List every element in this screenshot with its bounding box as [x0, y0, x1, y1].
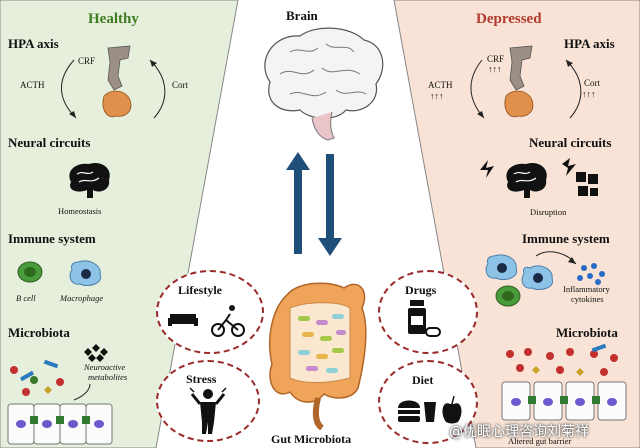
down-arrow — [318, 154, 342, 256]
metabolites-label-1: Neuroactive — [84, 362, 126, 372]
macrophage-label: Macrophage — [60, 293, 104, 303]
homeostasis-caption: Homeostasis — [58, 206, 102, 216]
brain-label: Brain — [286, 8, 318, 23]
left-brain-icon — [69, 162, 110, 198]
gut-microbiota-label: Gut Microbiota — [271, 432, 352, 446]
left-acth-label: ACTH — [20, 80, 45, 90]
left-hpa-diagram — [61, 45, 166, 119]
disruption-caption: Disruption — [530, 207, 567, 217]
right-immune-cells — [485, 251, 605, 307]
right-brain-disruption — [480, 158, 598, 198]
left-neural-label: Neural circuits — [8, 135, 91, 150]
left-crf-label: CRF — [78, 56, 96, 66]
drugs-circle — [378, 270, 478, 354]
puzzle-icon — [576, 172, 586, 182]
left-cort-label: Cort — [172, 80, 189, 90]
right-crf-arrows: ↑↑↑ — [488, 64, 502, 74]
bicycle-icon — [211, 323, 225, 337]
lifestyle-icons — [168, 305, 245, 337]
cytokines-label-1: Inflammatory — [563, 284, 610, 294]
watermark: @优眠心理咨询刘菊祥 — [449, 424, 589, 440]
sofa-icon — [168, 314, 198, 326]
left-immune-cells — [17, 260, 102, 287]
right-hpa-diagram — [470, 45, 582, 119]
up-arrow — [286, 152, 310, 254]
right-immune-label: Immune system — [522, 231, 610, 246]
stress-icon — [189, 387, 227, 434]
gut-image — [269, 282, 367, 430]
bcell-label: B cell — [16, 293, 36, 303]
right-acth-label: ACTH — [428, 80, 453, 90]
diet-label: Diet — [412, 373, 434, 387]
apple-icon — [442, 403, 462, 424]
left-immune-label: Immune system — [8, 231, 96, 246]
brain-image — [264, 27, 384, 141]
lightning-icon — [480, 160, 494, 178]
acth-arrow — [61, 59, 77, 119]
depressed-title: Depressed — [476, 11, 542, 27]
diet-icons — [398, 395, 462, 424]
cort-arrow — [149, 59, 166, 119]
left-microbiota-diagram — [7, 344, 113, 445]
metabolites-label-2: metabolites — [88, 372, 128, 382]
gut-bacteria — [298, 314, 346, 373]
right-cort-label: Cort — [584, 78, 601, 88]
hypothalamus-icon — [107, 45, 131, 91]
healthy-panel-bg — [0, 0, 239, 448]
right-microbiota-diagram — [501, 344, 627, 421]
brain-gut-arrows — [286, 152, 342, 256]
drugs-icon — [408, 300, 441, 337]
adrenal-icon-depressed — [504, 90, 534, 118]
right-crf-label: CRF — [487, 54, 505, 64]
cytokines-dots — [577, 263, 605, 285]
healthy-title: Healthy — [88, 11, 139, 27]
drink-icon — [424, 402, 436, 422]
hypothalamus-icon-depressed — [509, 45, 533, 91]
right-acth-arrows: ↑↑↑ — [430, 91, 444, 101]
left-hpa-label: HPA axis — [8, 36, 59, 51]
left-microbiota-label: Microbiota — [8, 325, 70, 340]
altered-gut-barrier-label: Altered gut barrier — [508, 436, 572, 446]
adrenal-icon — [102, 90, 132, 118]
burger-icon — [398, 400, 420, 408]
stress-label: Stress — [186, 372, 217, 386]
lifestyle-label: Lifestyle — [178, 283, 222, 297]
right-cort-arrows: ↑↑↑ — [582, 89, 596, 99]
drugs-label: Drugs — [405, 283, 437, 297]
right-hpa-label: HPA axis — [564, 36, 615, 51]
right-microbiota-label: Microbiota — [556, 325, 618, 340]
metabolite-diamonds — [84, 344, 108, 362]
cytokines-label-2: cytokines — [571, 294, 604, 304]
right-neural-label: Neural circuits — [529, 135, 612, 150]
lifestyle-circle — [156, 270, 264, 354]
